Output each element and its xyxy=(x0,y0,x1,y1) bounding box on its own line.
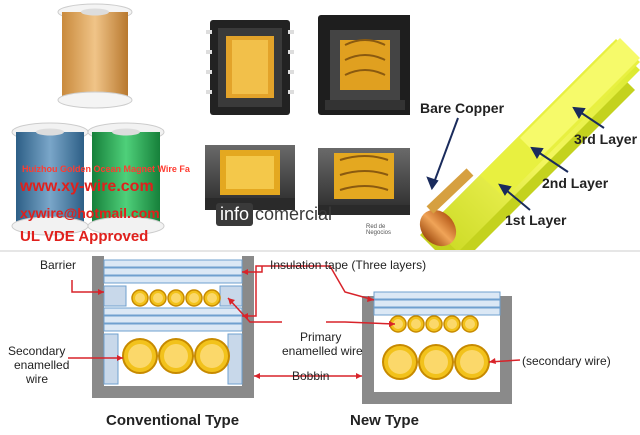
transformer-photo-3 xyxy=(205,145,295,210)
barrier-label: Barrier xyxy=(40,258,77,272)
secondary-label-line1: Secondary xyxy=(8,344,66,358)
section-divider xyxy=(0,250,640,252)
bare-copper-label: Bare Copper xyxy=(420,100,505,116)
approval-text: UL VDE Approved xyxy=(20,228,149,245)
green-spool-photo xyxy=(87,122,165,236)
arrow-heads xyxy=(98,269,496,379)
transformer-photo-4 xyxy=(318,148,410,215)
secondary-label-line3: wire xyxy=(26,372,49,386)
insulation-tape-label: Insulation tape (Three layers) xyxy=(270,258,427,272)
email-text: xywire@hotmail.com xyxy=(20,205,160,221)
conventional-type-label: Conventional Type xyxy=(106,412,240,429)
transformer-photo-1 xyxy=(206,20,294,115)
wire-label-arrows xyxy=(426,106,605,211)
watermark-logo: info comercial Red de Negocios xyxy=(216,200,396,236)
blue-spool-photo xyxy=(11,122,89,236)
orange-spool-photo xyxy=(57,3,133,109)
layer2-label: 2nd Layer xyxy=(542,175,609,191)
new-type-bobbin xyxy=(362,291,512,404)
new-type-label: New Type xyxy=(350,412,419,429)
bobbin-label: Bobbin xyxy=(292,369,330,383)
layer1-label: 1st Layer xyxy=(505,212,567,228)
secondary-label-line2: enamelled xyxy=(14,358,70,372)
company-name-text: Huizhou Golden Ocean Magnet Wire Fa xyxy=(22,164,190,174)
primary-label-line1: Primary xyxy=(300,330,342,344)
conventional-bobbin xyxy=(92,256,254,398)
website-text: www.xy-wire.com xyxy=(20,178,154,195)
layer3-label: 3rd Layer xyxy=(574,131,638,147)
watermark-part1: info xyxy=(216,202,254,226)
watermark-part2: comercial xyxy=(255,203,333,224)
transformer-photo-2 xyxy=(318,15,413,115)
secondary-wire-label: (secondary wire) xyxy=(522,354,611,368)
transformer-comparison-diagram xyxy=(68,256,521,404)
primary-label-line2: enamelled wire xyxy=(282,344,363,358)
watermark-sub: Red de Negocios xyxy=(366,224,392,236)
